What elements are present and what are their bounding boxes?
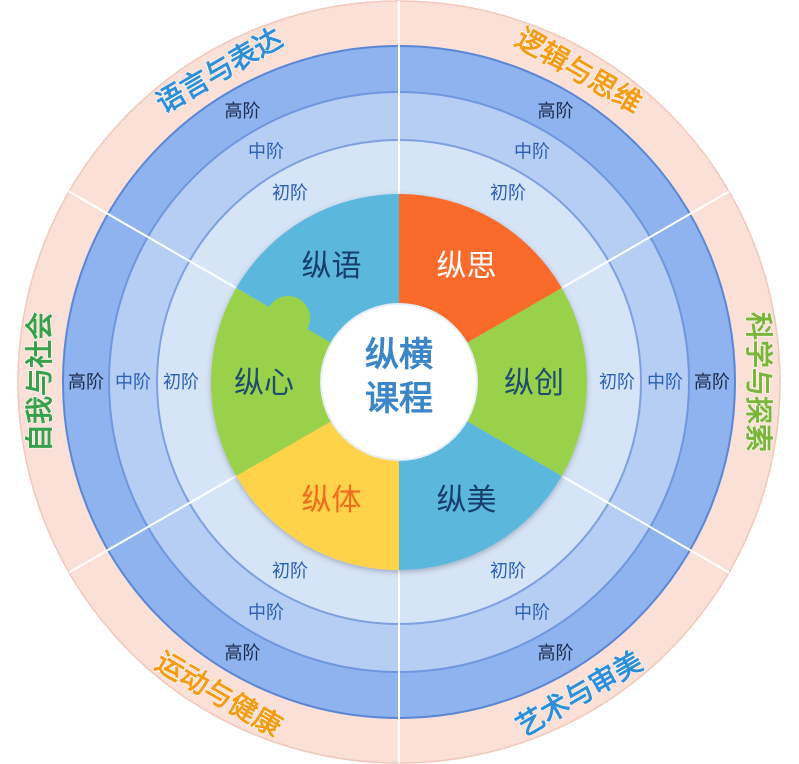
level-label-low: 初阶 <box>272 183 308 204</box>
level-label-mid: 中阶 <box>248 602 284 623</box>
piece-label: 纵思 <box>437 249 497 284</box>
level-label-high: 高阶 <box>225 643 261 664</box>
puzzle-piece <box>211 288 399 476</box>
piece-label: 纵语 <box>302 249 362 284</box>
level-label-mid: 中阶 <box>514 602 550 623</box>
level-label-low: 初阶 <box>490 183 526 204</box>
piece-label: 纵美 <box>437 483 497 518</box>
center-circle <box>320 303 478 461</box>
center-line2: 课程 <box>365 379 433 419</box>
sector-dividers <box>68 1 730 763</box>
level-label-low: 初阶 <box>599 372 635 393</box>
level-label-mid: 中阶 <box>514 142 550 163</box>
level-label-high: 高阶 <box>538 101 574 122</box>
divider-line <box>68 461 261 574</box>
level-label-high: 高阶 <box>694 372 730 393</box>
piece-label: 纵创 <box>504 366 564 401</box>
level-label-high: 高阶 <box>68 372 104 393</box>
level-label-high: 高阶 <box>538 643 574 664</box>
divider-line <box>537 461 730 574</box>
level-label-low: 初阶 <box>490 561 526 582</box>
level-label-mid: 中阶 <box>647 372 683 393</box>
divider-line <box>537 190 730 303</box>
level-label-mid: 中阶 <box>115 372 151 393</box>
level-label-mid: 中阶 <box>248 142 284 163</box>
level-label-low: 初阶 <box>272 561 308 582</box>
piece-label: 纵心 <box>234 366 294 401</box>
domain-label: 科学与探索 <box>742 312 775 452</box>
puzzle-piece <box>399 288 587 476</box>
puzzle-knob <box>266 296 311 340</box>
center-line1: 纵横 <box>365 335 433 375</box>
level-label-low: 初阶 <box>163 372 199 393</box>
level-labels: 初阶中阶高阶初阶中阶高阶初阶中阶高阶初阶中阶高阶初阶中阶高阶初阶中阶高阶 <box>68 101 730 664</box>
level-label-high: 高阶 <box>225 101 261 122</box>
domain-label: 自我与社会 <box>23 312 56 452</box>
divider-line <box>68 190 261 303</box>
piece-label: 纵体 <box>302 483 362 518</box>
